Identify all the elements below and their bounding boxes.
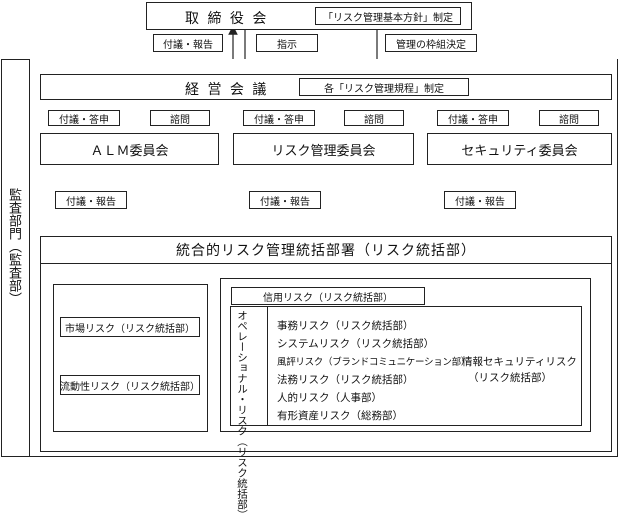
management-title: 経 営 会 議 <box>185 82 269 98</box>
label-alm-consult: 諮問 <box>150 110 210 126</box>
operational-vertical-label: オペレーショナル・リスク（リスク統括部） <box>236 310 248 520</box>
label-center-report: 付議・報告 <box>249 191 321 209</box>
op-item-legal: 法務リスク（リスク統括部） <box>277 374 414 386</box>
op-item-admin: 事務リスク（リスク統括部） <box>277 320 414 332</box>
operational-box <box>230 306 582 426</box>
op-item-human: 人的リスク（人事部） <box>277 392 382 404</box>
label-security-consult: 諮問 <box>539 110 599 126</box>
label-left-report: 付議・報告 <box>55 191 127 209</box>
management-box: 経 営 会 議 各「リスク管理規程」制定 <box>40 74 612 100</box>
op-item-tangible: 有形資産リスク（総務部） <box>277 410 403 422</box>
risk-committee: リスク管理委員会 <box>233 133 414 165</box>
board-tag: 「リスク管理基本方針」制定 <box>315 7 461 25</box>
info-security-risk: 情報セキュリティリスク <box>462 356 577 368</box>
audit-label: 監査部門（監査部） <box>6 188 21 305</box>
label-alm-report: 付議・答申 <box>48 110 120 126</box>
credit-risk: 信用リスク（リスク統括部） <box>231 287 425 305</box>
market-risk: 市場リスク（リスク統括部） <box>60 317 200 337</box>
board-title: 取 締 役 会 <box>185 11 269 27</box>
info-security-dept: （リスク統括部） <box>468 372 552 384</box>
label-board-report: 付議・報告 <box>153 34 223 52</box>
label-right-report: 付議・報告 <box>444 191 516 209</box>
label-risk-report: 付議・答申 <box>243 110 315 126</box>
liquidity-risk: 流動性リスク（リスク統括部） <box>60 375 200 395</box>
label-security-report: 付議・答申 <box>437 110 509 126</box>
integrated-title: 統合的リスク管理統括部署（リスク統括部） <box>41 237 611 264</box>
label-risk-consult: 諮問 <box>344 110 404 126</box>
op-item-system: システムリスク（リスク統括部） <box>277 338 435 350</box>
left-risks-box: 市場リスク（リスク統括部） 流動性リスク（リスク統括部） <box>53 284 208 432</box>
alm-committee: ＡＬＭ委員会 <box>40 133 219 165</box>
label-instruct: 指示 <box>256 34 318 52</box>
op-item-reputation: 風評リスク（ブランドコミュニケーション部） <box>277 357 471 368</box>
security-committee: セキュリティ委員会 <box>427 133 612 165</box>
operational-label-box <box>230 306 268 426</box>
board-box: 取 締 役 会 「リスク管理基本方針」制定 <box>146 2 472 30</box>
label-framework: 管理の枠組決定 <box>385 34 477 52</box>
management-tag: 各「リスク管理規程」制定 <box>299 78 469 96</box>
